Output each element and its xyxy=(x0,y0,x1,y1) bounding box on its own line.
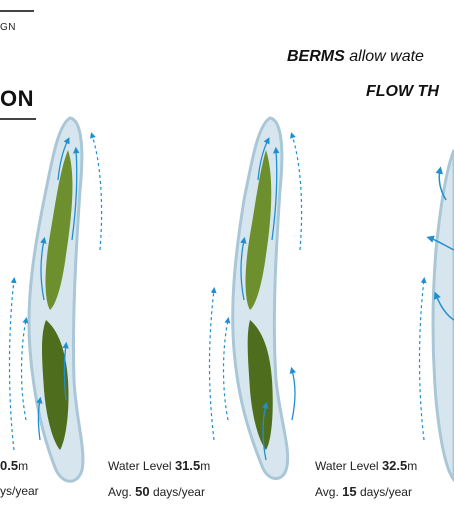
caption-3-level-label: Water Level xyxy=(315,459,379,473)
island-3-flow-arrow xyxy=(435,166,447,201)
island-2-shape xyxy=(231,116,290,480)
caption-1-level-value: 0.5 xyxy=(0,458,19,473)
island-3-flow-dashed xyxy=(418,277,427,441)
island-2-flow-arrow xyxy=(271,146,280,241)
caption-1-level: 0.5m xyxy=(0,458,28,473)
caption-2-level: Water Level 31.5m xyxy=(108,458,210,473)
island-1-flow-arrow xyxy=(40,236,47,301)
island-1-flow-dashed xyxy=(8,277,17,451)
caption-3-avg-value: 15 xyxy=(342,484,357,499)
header-rule xyxy=(0,10,34,12)
island-1-flow-dashed xyxy=(20,317,29,421)
island-2-vegetation-lower xyxy=(247,320,273,450)
island-1-vegetation-lower xyxy=(42,320,69,450)
section-tag: GN xyxy=(0,22,16,33)
island-2-flow-dashed xyxy=(290,132,303,251)
island-1-flow-arrow xyxy=(36,396,43,441)
caption-3-avg-unit: days/year xyxy=(359,485,412,499)
caption-2-avg: Avg. 50 days/year xyxy=(108,484,205,499)
caption-3-avg-label: Avg. xyxy=(315,485,339,499)
island-1-flow-dashed xyxy=(90,132,103,251)
caption-2-avg-label: Avg. xyxy=(108,485,132,499)
island-1-flow-arrow xyxy=(71,146,80,241)
island-2-flow-dashed xyxy=(222,317,231,421)
caption-3-level-unit: m xyxy=(407,459,418,473)
island-2-flow-arrow xyxy=(240,236,247,301)
caption-1-level-unit: m xyxy=(18,459,29,473)
island-1 xyxy=(8,116,103,483)
island-2-flow-arrow xyxy=(262,401,269,461)
section-title: ON xyxy=(0,86,34,111)
caption-2-level-value: 31.5 xyxy=(174,458,201,473)
island-2 xyxy=(208,116,303,480)
island-3-shape xyxy=(431,149,454,483)
island-2-flow-dashed xyxy=(208,287,217,441)
caption-3-level-value: 32.5 xyxy=(381,458,408,473)
island-3-flow-arrow xyxy=(426,235,454,251)
caption-3-avg: Avg. 15 days/year xyxy=(315,484,412,499)
island-1-vegetation-upper xyxy=(45,150,73,310)
island-1-flow-arrow xyxy=(57,137,70,181)
island-1-flow-arrow xyxy=(62,341,69,401)
berms-word: BERMS xyxy=(287,48,345,65)
caption-3-level: Water Level 32.5m xyxy=(315,458,417,473)
flow-callout: FLOW TH xyxy=(366,83,439,100)
island-2-flow-arrow xyxy=(257,137,270,181)
island-2-vegetation-upper xyxy=(245,150,272,310)
berms-rest: allow wate xyxy=(349,48,424,65)
island-3-flow-arrow xyxy=(433,291,454,321)
title-rule xyxy=(0,118,36,120)
caption-2-avg-unit: days/year xyxy=(152,485,205,499)
caption-2-level-label: Water Level xyxy=(108,459,172,473)
caption-1-avg-unit: ys/year xyxy=(0,484,39,498)
island-2-flow-arrow xyxy=(289,366,296,421)
caption-1-avg: ys/year xyxy=(0,484,39,498)
berms-callout: BERMS allow wate xyxy=(287,48,424,66)
caption-2-level-unit: m xyxy=(200,459,211,473)
island-3 xyxy=(418,149,454,483)
caption-2-avg-value: 50 xyxy=(135,484,150,499)
